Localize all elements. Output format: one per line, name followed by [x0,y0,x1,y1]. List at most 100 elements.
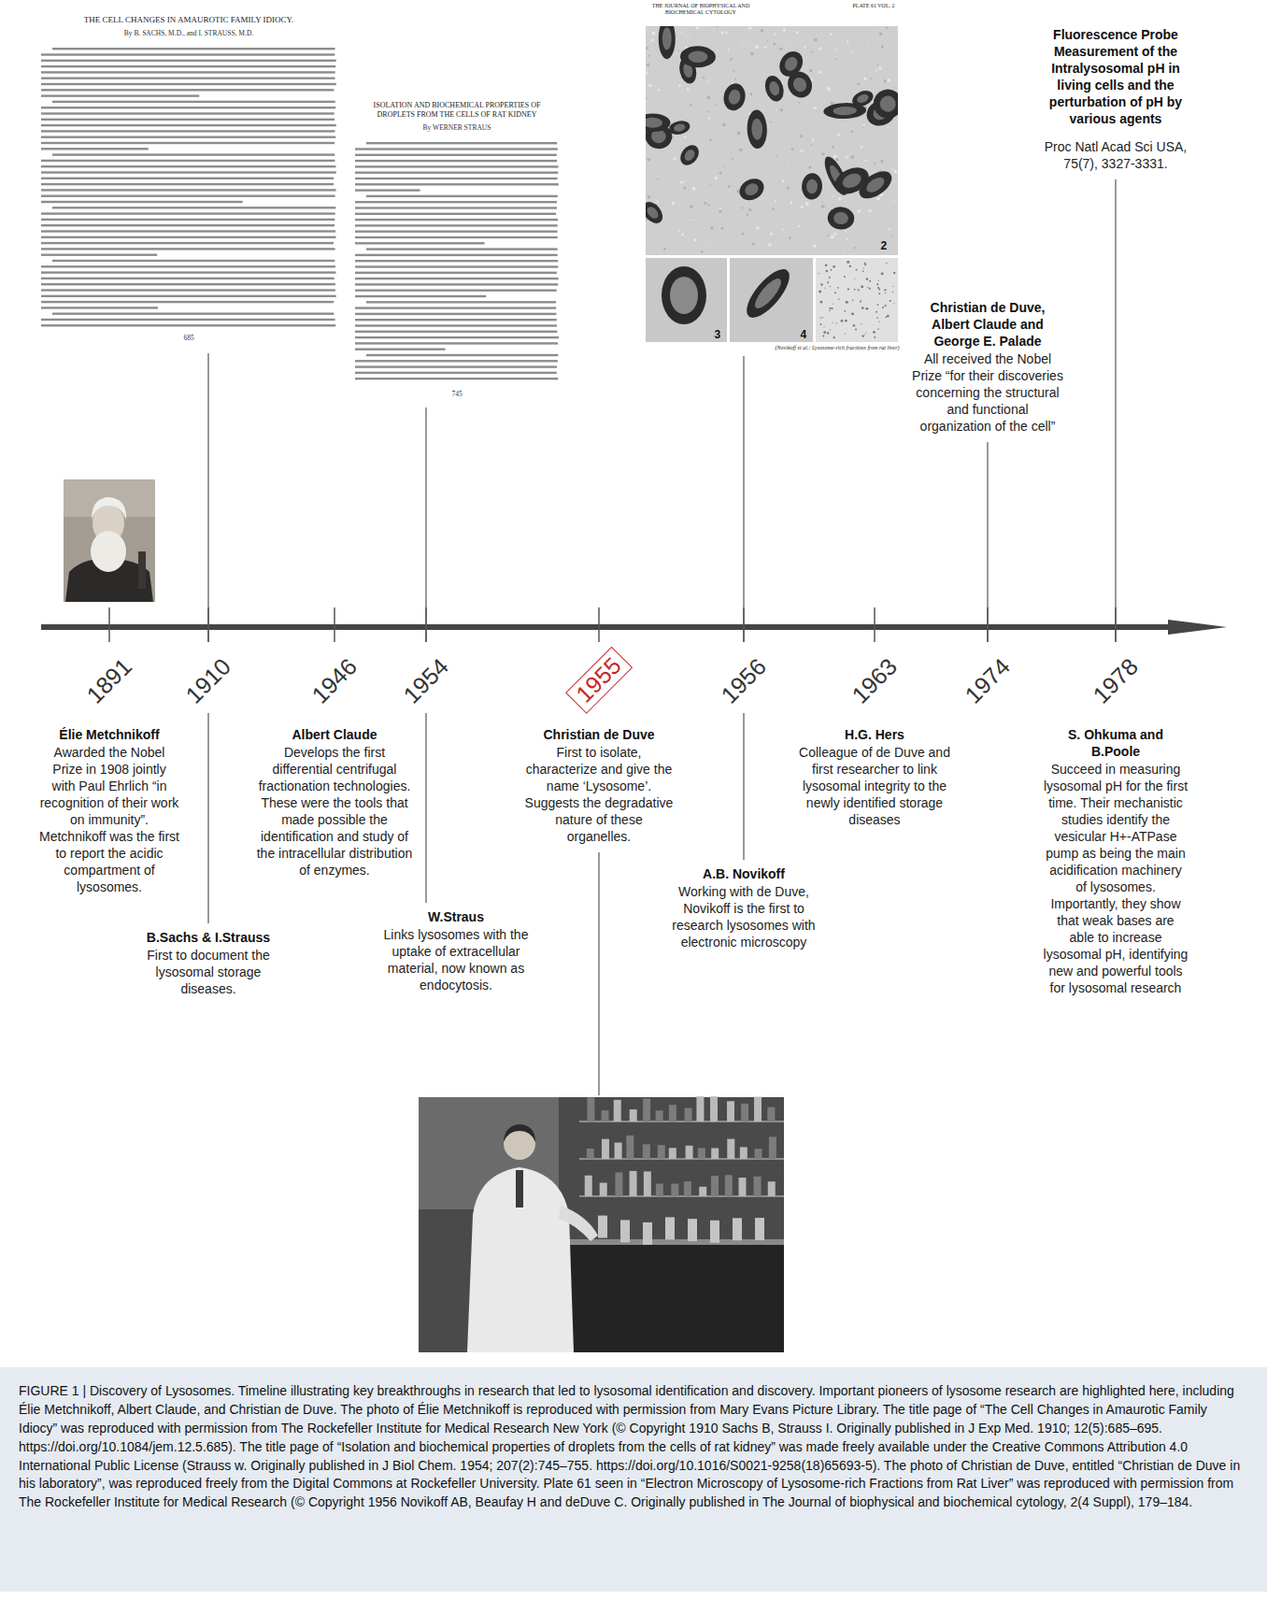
text-line [41,200,243,203]
texture-dot [850,50,853,53]
year-highlight-box: 1955 [565,646,633,714]
organelle-core [669,276,698,314]
text-line [41,283,336,285]
text-line [366,142,557,144]
person-name: Élie Metchnikoff [39,726,180,743]
texture-dot [810,143,812,146]
texture-dot [878,321,880,323]
texture-dot [670,183,673,186]
texture-dot [885,262,888,265]
flask [754,1217,765,1240]
texture-dot [864,263,867,266]
text-line [355,254,558,257]
texture-dot [868,209,871,213]
texture-dot [688,189,690,191]
figure-panel-number: 4 [798,327,810,342]
text-line [355,259,558,262]
texture-dot [646,29,649,32]
bottle [657,1144,666,1159]
texture-dot [820,283,824,286]
figure-caption: FIGURE 1 | Discovery of Lysosomes. Timel… [18,1381,1249,1512]
texture-dot [752,242,755,246]
texture-dot [694,34,696,36]
texture-dot [844,319,848,323]
timeline-arrowhead [1167,619,1227,635]
texture-dot [678,229,681,232]
texture-dot [666,214,668,216]
text-line [41,83,337,86]
texture-dot [832,302,834,304]
year-label: 1946 [307,653,361,707]
bottle [643,1170,652,1196]
text-line [41,212,336,214]
year-label: 1956 [716,653,770,707]
text-line [355,318,557,321]
texture-dot [844,156,848,159]
texture-dot [847,287,850,290]
organelle-core [790,74,809,94]
organelle-core [751,274,785,313]
texture-dot [767,41,769,43]
text-line [355,218,558,221]
text-line [41,306,158,309]
organelle [870,86,898,122]
text-line [41,265,336,268]
texture-dot [854,246,856,249]
texture-dot [865,74,868,77]
bottle [599,1182,608,1196]
texture-dot [894,170,898,174]
texture-dot [791,147,795,151]
text-line [41,59,337,62]
texture-dot [737,130,741,135]
texture-dot [708,203,711,206]
texture-dot [830,234,835,239]
text-line [41,270,337,273]
texture-dot [854,288,856,291]
texture-dot [893,302,895,304]
texture-dot [671,201,675,205]
texture-dot [833,336,836,339]
texture-dot [850,129,854,133]
text-line [41,106,336,109]
leader-line [1114,179,1116,642]
text-line [355,183,559,186]
texture-dot [780,180,782,182]
text-line [41,112,335,114]
event-description: First to isolate, characterize and give … [524,743,674,845]
texture-dot [837,286,840,289]
texture-dot [860,284,864,288]
organelle [661,266,707,325]
texture-dot [825,270,828,272]
texture-dot [731,157,734,160]
texture-dot [739,147,743,152]
organelle-core [832,105,856,115]
texture-dot [854,327,857,330]
paper-authors: By B. SACHS, M.D., and I. STRAUSS, M.D. [39,28,339,39]
text-line [41,88,334,91]
texture-dot [832,322,834,324]
texture-dot [893,199,896,201]
texture-dot [851,312,855,315]
texture-dot [683,135,686,138]
texture-dot [833,155,838,159]
texture-dot [832,195,835,198]
texture-dot [859,299,862,302]
texture-dot [849,265,852,268]
year-label: 1910 [181,653,235,707]
texture-dot [889,299,892,302]
texture-dot [875,311,878,314]
scientist-hair [503,1124,536,1142]
figure-panel-number: 3 [712,327,724,342]
bottle [740,1103,749,1122]
texture-dot [834,57,837,60]
texture-dot [876,197,881,201]
person-name: A.B. Novikoff [664,865,824,883]
texture-dot [774,199,777,202]
organelle [735,174,768,205]
text-line [41,295,337,298]
text-line [41,254,157,257]
texture-dot [703,201,707,205]
texture-dot [868,287,871,290]
texture-dot [779,108,783,113]
texture-dot [826,281,829,284]
